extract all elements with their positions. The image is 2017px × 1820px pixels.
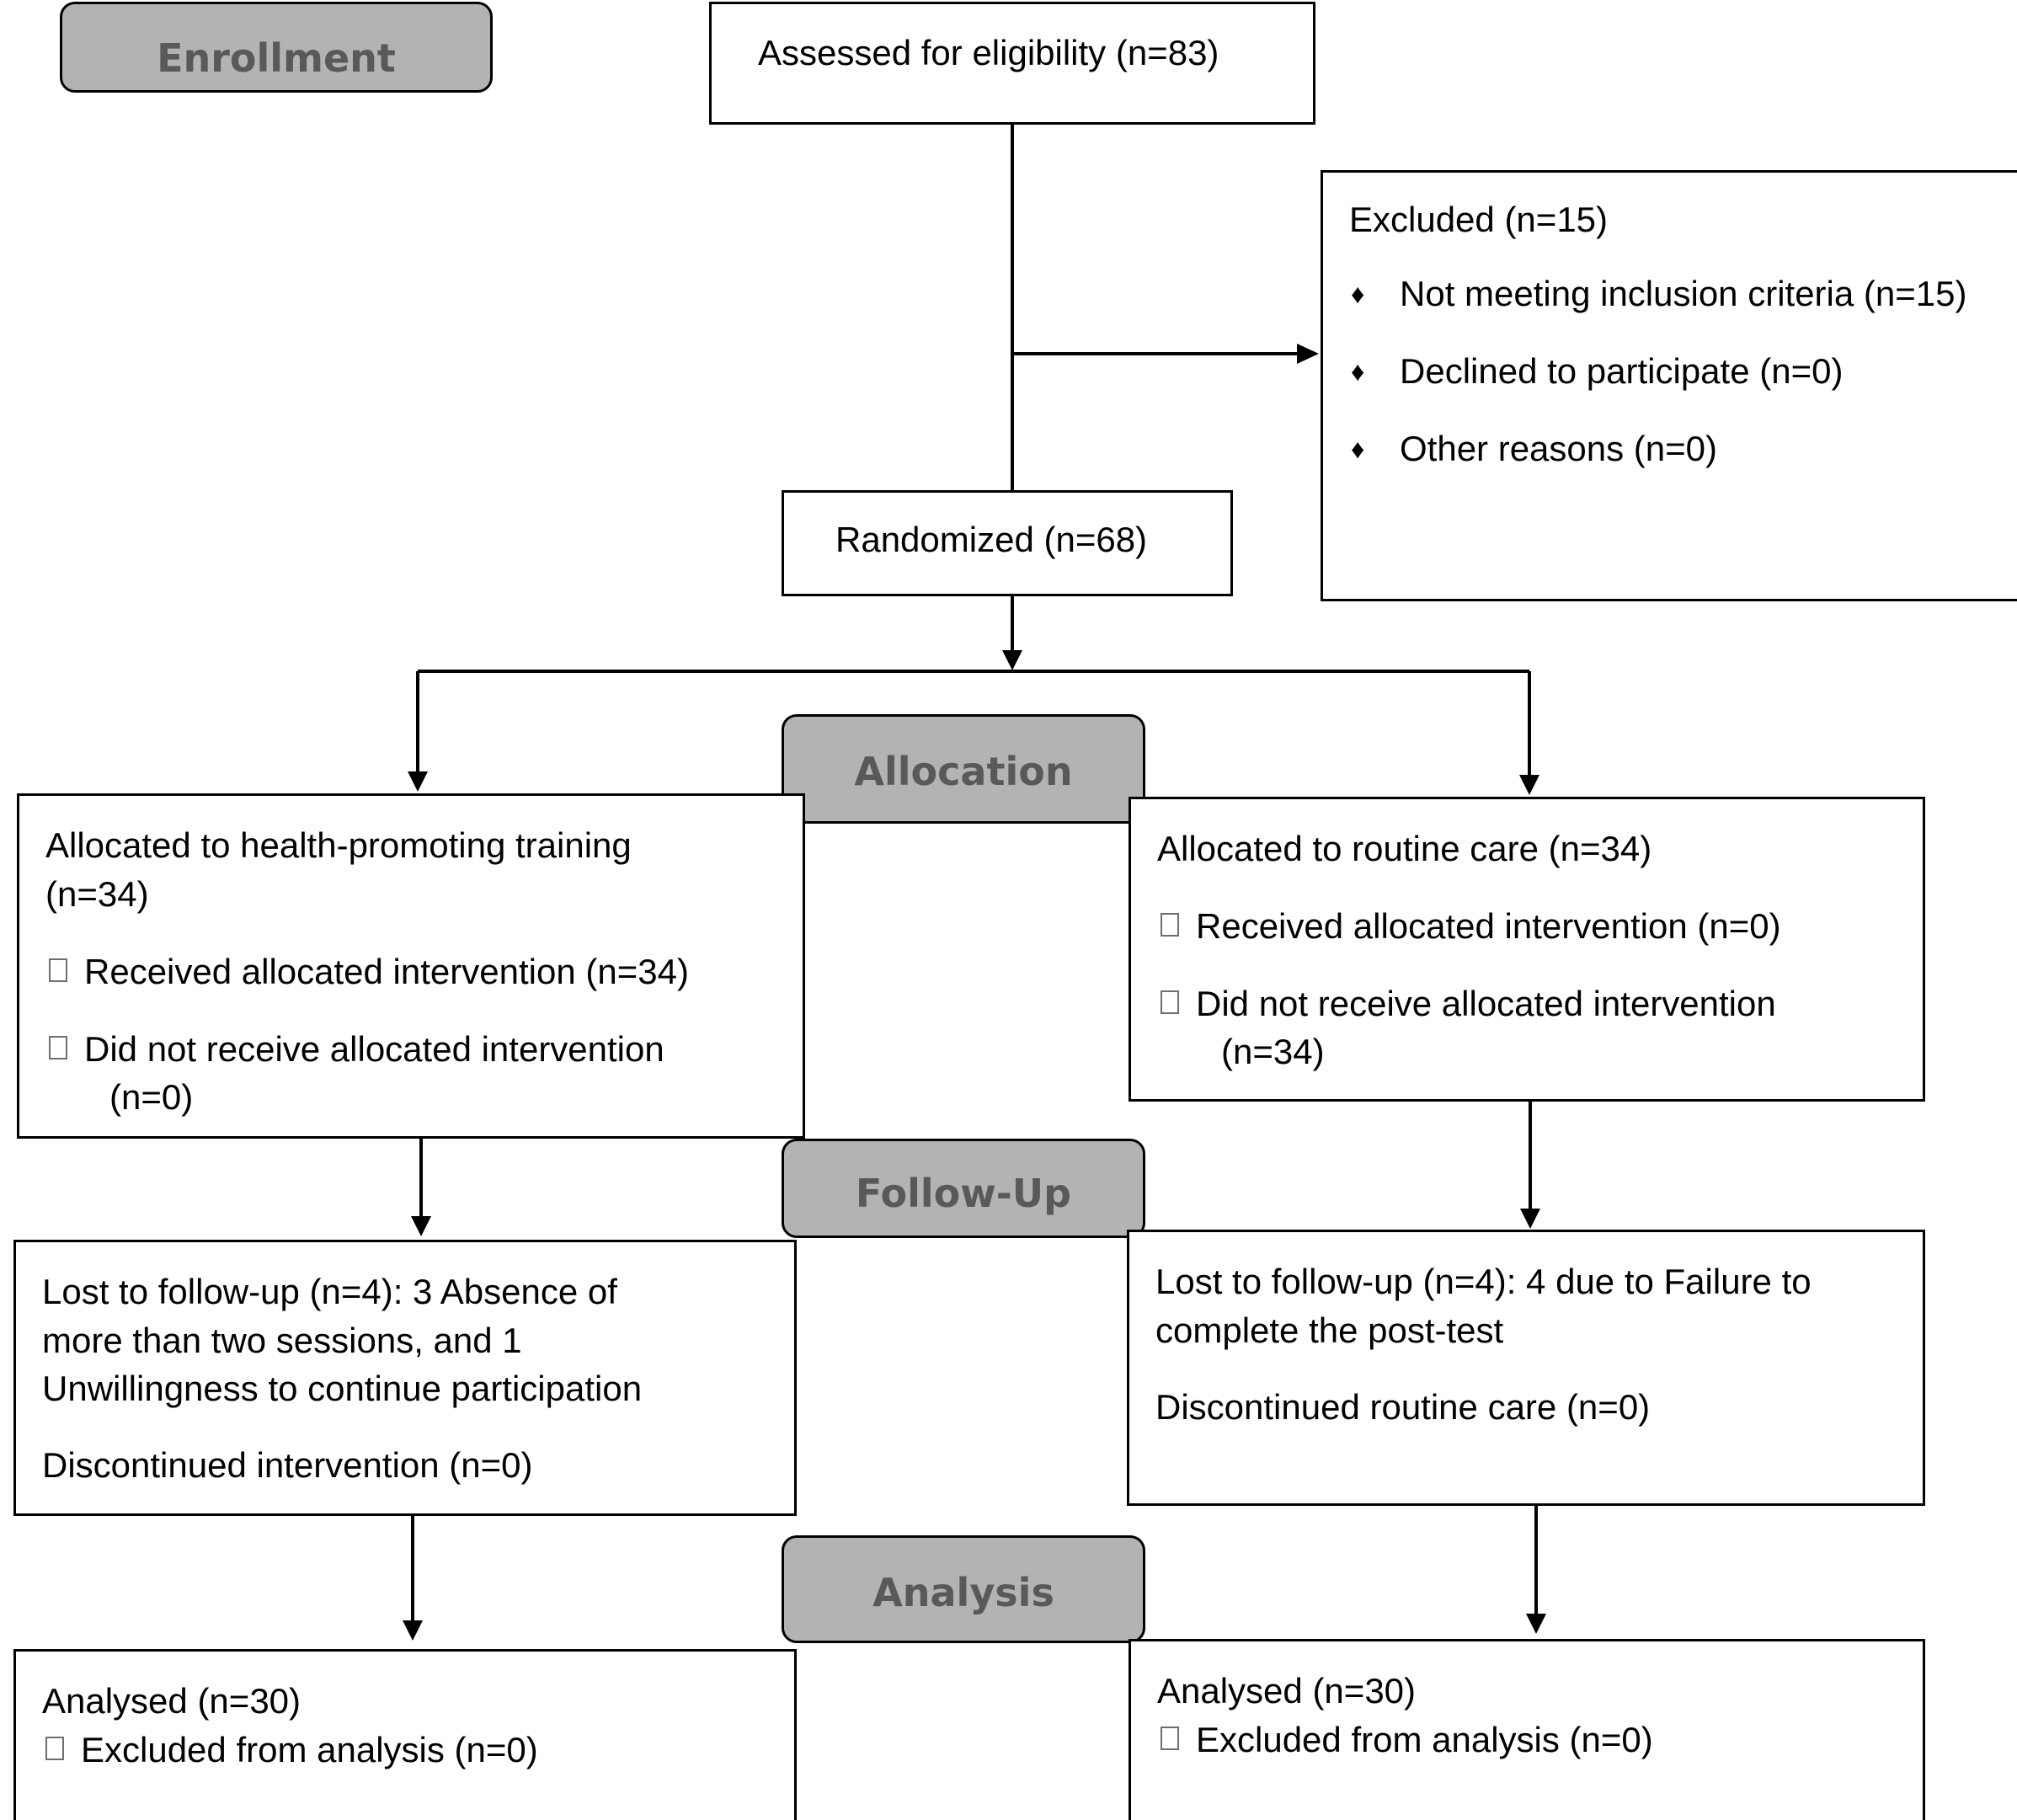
stage-follow-up: Follow-Up <box>782 1139 1145 1238</box>
arrowhead-control-allocation <box>1519 775 1539 795</box>
arrowhead-randomized <box>1002 650 1022 670</box>
intervention-allocation-box <box>17 793 805 1139</box>
arrowhead-control-followup <box>1520 1209 1540 1229</box>
checkbox-square-icon <box>49 1036 67 1059</box>
arrowhead-intervention-allocation <box>408 771 428 792</box>
randomized-text: Randomized (n=68) <box>835 520 1148 559</box>
excluded-box <box>1321 170 2017 601</box>
stage-analysis: Analysis <box>782 1535 1145 1643</box>
control-analysis-box <box>1129 1639 1925 1820</box>
intervention-discontinued-text: Discontinued intervention (n=0) <box>42 1445 533 1485</box>
control-followup-box <box>1127 1230 1925 1506</box>
control-lost-text: Lost to follow-up (n=4): 4 due to Failur… <box>1155 1262 1812 1301</box>
stage-allocation: Allocation <box>782 714 1145 824</box>
assessed-text: Assessed for eligibility (n=83) <box>758 33 1219 72</box>
stage-analysis-label: Analysis <box>872 1570 1054 1615</box>
intervention-analysis-box <box>13 1649 797 1820</box>
assessed-box <box>709 2 1315 125</box>
control-allocated-text: Allocated to routine care (n=34) <box>1157 829 1652 868</box>
intervention-analysed-text: Analysed (n=30) <box>42 1681 301 1721</box>
checkbox-square-icon <box>45 1737 64 1760</box>
arrowheads <box>403 344 1546 1641</box>
intervention-lost-text: more than two sessions, and 1 <box>42 1321 522 1360</box>
excluded-reason: Not meeting inclusion criteria (n=15) <box>1400 274 1967 313</box>
diamond-bullet-icon: ♦ <box>1351 279 1365 309</box>
intervention-allocated-n: (n=34) <box>45 874 149 914</box>
control-not-received-text: Did not receive allocated intervention <box>1196 984 1776 1023</box>
randomized-box <box>782 490 1233 596</box>
checkbox-square-icon <box>1161 913 1179 937</box>
control-lost-text: complete the post-test <box>1155 1310 1504 1350</box>
checkbox-square-icon <box>49 958 67 982</box>
intervention-followup-box <box>13 1240 797 1516</box>
intervention-lost-text: Unwillingness to continue participation <box>42 1369 643 1408</box>
control-excluded-analysis-text: Excluded from analysis (n=0) <box>1196 1720 1653 1759</box>
checkbox-square-icon <box>1161 990 1179 1014</box>
stage-allocation-label: Allocation <box>854 749 1073 794</box>
control-received-text: Received allocated intervention (n=0) <box>1196 906 1781 946</box>
control-analysed-text: Analysed (n=30) <box>1157 1671 1417 1711</box>
diamond-bullet-icon: ♦ <box>1351 356 1365 387</box>
arrowhead-intervention-followup <box>411 1216 431 1236</box>
control-discontinued-text: Discontinued routine care (n=0) <box>1155 1387 1651 1427</box>
excluded-reason: Declined to participate (n=0) <box>1400 351 1844 391</box>
intervention-not-received-text: Did not receive allocated intervention <box>84 1029 664 1069</box>
intervention-received-text: Received allocated intervention (n=34) <box>84 952 689 991</box>
arrowhead-control-analysis <box>1526 1614 1546 1634</box>
control-allocation-box <box>1129 797 1925 1102</box>
arrowhead-excluded <box>1297 344 1319 364</box>
excluded-reason: Other reasons (n=0) <box>1400 429 1718 468</box>
arrowhead-intervention-analysis <box>403 1620 423 1641</box>
intervention-allocated-text: Allocated to health-promoting training <box>45 825 632 865</box>
diamond-bullet-icon: ♦ <box>1351 434 1365 464</box>
intervention-lost-text: Lost to follow-up (n=4): 3 Absence of <box>42 1272 617 1311</box>
excluded-title: Excluded (n=15) <box>1349 200 1609 239</box>
stage-follow-up-label: Follow-Up <box>855 1171 1072 1216</box>
intervention-excluded-analysis-text: Excluded from analysis (n=0) <box>81 1730 538 1769</box>
checkbox-square-icon <box>1161 1727 1179 1750</box>
control-not-received-n: (n=34) <box>1221 1032 1325 1071</box>
stage-enrollment: Enrollment <box>60 2 493 93</box>
stage-enrollment-label: Enrollment <box>157 35 396 81</box>
intervention-not-received-n: (n=0) <box>109 1077 194 1117</box>
